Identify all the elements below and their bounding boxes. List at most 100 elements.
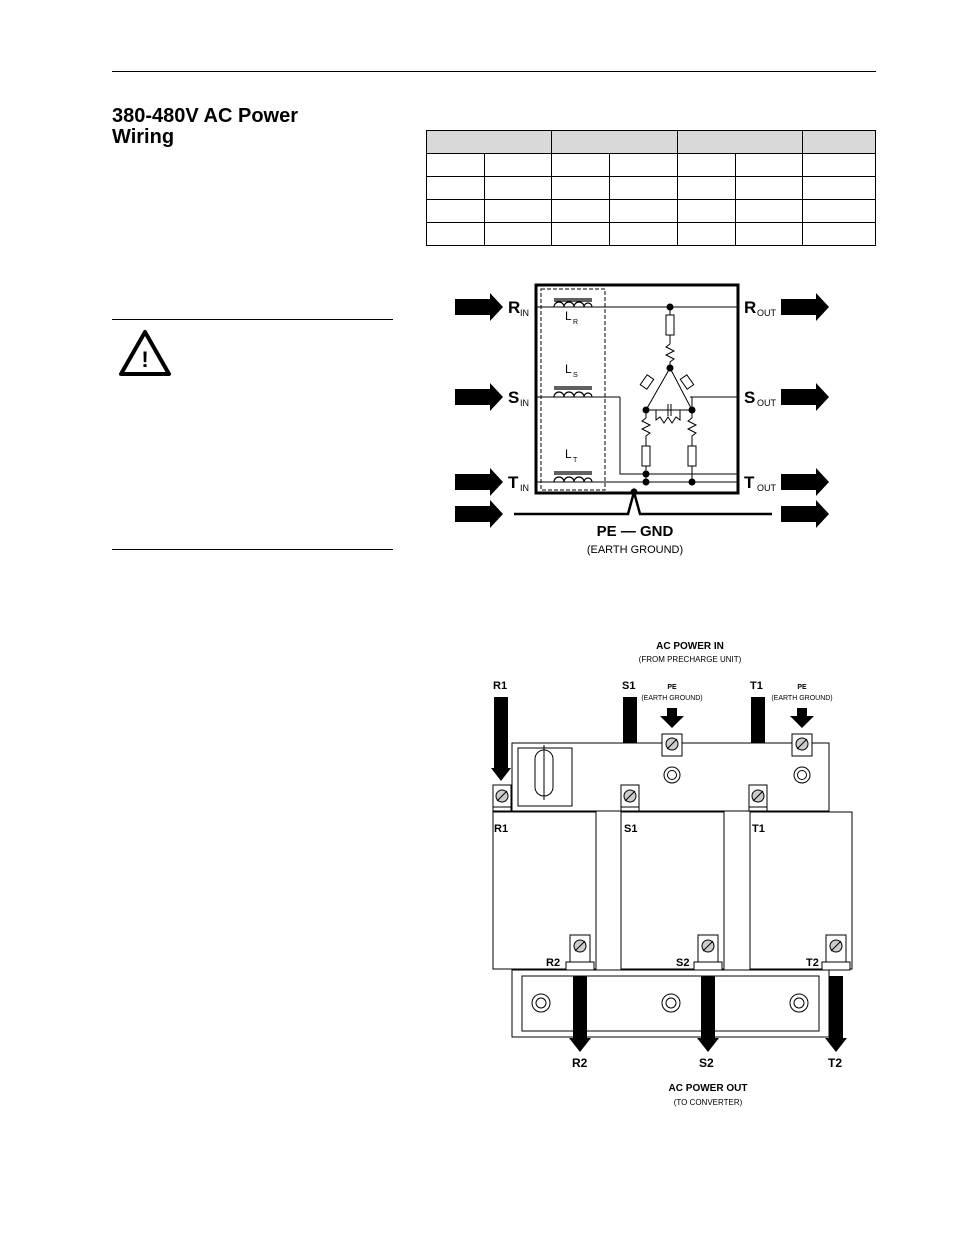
r2-terminal-icon <box>565 934 595 971</box>
lr-sub: R <box>573 319 578 326</box>
table-cell <box>676 153 736 177</box>
pe1-label: PE <box>667 684 677 691</box>
table-cell <box>676 222 736 246</box>
t1-terminal-icon <box>748 784 768 812</box>
table-header-cell <box>676 130 803 154</box>
table-row <box>425 153 877 177</box>
lt-sub: T <box>573 457 578 464</box>
pe1-arrow <box>660 708 684 728</box>
t-out-letter: T <box>744 473 755 492</box>
table-cell <box>734 222 803 246</box>
t2-arrow <box>825 976 847 1052</box>
pe-out-arrow <box>781 500 829 528</box>
t2-terminal-icon <box>821 934 851 971</box>
r2-terminal-label: R2 <box>546 957 560 969</box>
section-title: 380-480V AC Power Wiring <box>112 106 372 148</box>
pe2-arrow <box>790 708 814 728</box>
s-out-sub: OUT <box>757 398 777 408</box>
inductor-lr-icon <box>553 298 593 308</box>
t-out-arrow <box>781 468 829 496</box>
warning-top-rule <box>112 319 393 320</box>
table-cell <box>484 222 553 246</box>
inductor-lt-icon <box>553 471 593 483</box>
r1-top-label: R1 <box>493 680 507 692</box>
s1-label: S1 <box>624 823 637 835</box>
s2-arrow <box>697 976 719 1052</box>
lt-letter: L <box>565 447 572 461</box>
t2-out-label: T2 <box>828 1056 842 1070</box>
header-rule <box>112 71 876 72</box>
t-in-arrow <box>455 468 503 496</box>
r-in-sub: IN <box>520 308 529 318</box>
pe1-earth-label: (EARTH GROUND) <box>641 695 702 702</box>
r1-arrow <box>491 697 511 781</box>
r1-label: R1 <box>494 823 508 835</box>
lr-letter: L <box>565 309 572 323</box>
pe2-terminal-icon <box>791 733 813 784</box>
pe-in-arrow <box>455 500 503 528</box>
table-cell <box>551 222 611 246</box>
table-header-cell <box>551 130 678 154</box>
table-cell <box>425 222 486 246</box>
t-out-sub: OUT <box>757 483 777 493</box>
table-cell <box>551 176 611 200</box>
warning-symbol: ! <box>141 347 148 372</box>
section-title-line2: Wiring <box>112 126 175 148</box>
s-in-sub: IN <box>520 398 529 408</box>
table-row <box>425 199 877 223</box>
table-cell <box>734 199 803 223</box>
pe-gnd-label: PE — GND <box>597 523 674 540</box>
t-in-letter: T <box>508 473 519 492</box>
table-cell <box>484 153 553 177</box>
r-out-arrow <box>781 293 829 321</box>
rc-network <box>639 307 698 482</box>
warning-triangle-icon: ! <box>119 330 171 376</box>
table-header-cell <box>801 130 877 154</box>
table-cell <box>801 199 877 223</box>
s-in-arrow <box>455 383 503 411</box>
ac-power-out-label: AC POWER OUT <box>669 1083 748 1094</box>
pe2-earth-label: (EARTH GROUND) <box>771 695 832 702</box>
pe2-label: PE <box>797 684 807 691</box>
r-in-letter: R <box>508 298 520 317</box>
warning-bottom-rule <box>112 549 393 550</box>
t-in-sub: IN <box>520 483 529 493</box>
table-cell <box>551 199 611 223</box>
s2-terminal-label: S2 <box>676 957 689 969</box>
r1-terminal-icon <box>492 784 512 812</box>
ls-letter: L <box>565 362 572 376</box>
table-header-cell <box>425 130 553 154</box>
inductor-group <box>540 288 606 491</box>
earth-ground-label: (EARTH GROUND) <box>587 544 683 556</box>
inductor-ls-icon <box>553 386 593 398</box>
ac-power-in-label: AC POWER IN <box>656 641 724 652</box>
table-cell <box>609 222 678 246</box>
r2-out-label: R2 <box>572 1056 588 1070</box>
s-out-arrow <box>781 383 829 411</box>
r2-arrow <box>569 976 591 1052</box>
s-in-letter: S <box>508 388 519 407</box>
t1-label: T1 <box>752 823 765 835</box>
table-header-row <box>425 130 877 154</box>
section-title-line1: 380-480V AC Power <box>112 105 299 127</box>
pe1-terminal-icon <box>661 733 683 784</box>
r-out-sub: OUT <box>757 308 777 318</box>
filter-schematic: R IN S IN T IN R OUT S OUT T OUT L R L S… <box>455 283 829 556</box>
table-cell <box>425 153 486 177</box>
table-cell <box>801 222 877 246</box>
table-cell <box>609 199 678 223</box>
t1-top-label: T1 <box>750 680 763 692</box>
s2-out-label: S2 <box>699 1056 714 1070</box>
r-in-arrow <box>455 293 503 321</box>
ls-sub: S <box>573 372 578 379</box>
to-converter-label: (TO CONVERTER) <box>674 1098 743 1107</box>
r-out-letter: R <box>744 298 756 317</box>
s2-terminal-icon <box>693 934 723 971</box>
t2-terminal-label: T2 <box>806 957 819 969</box>
spec-table <box>425 130 877 246</box>
s1-top-label: S1 <box>622 680 635 692</box>
table-cell <box>801 176 877 200</box>
s1-terminal-icon <box>620 784 640 812</box>
table-row <box>425 222 877 246</box>
